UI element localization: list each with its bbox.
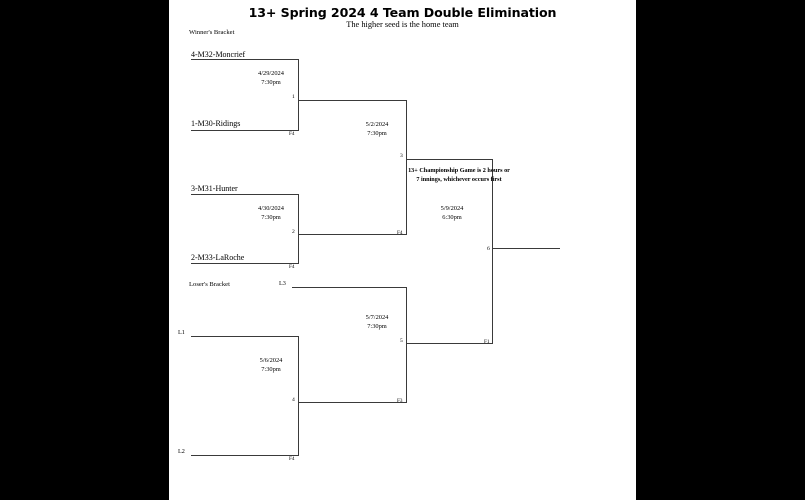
championship-note: 13+ Championship Game is 2 hours or 7 in… bbox=[408, 167, 510, 184]
game-5-lower-line bbox=[298, 402, 406, 403]
game-1-date: 4/29/2024 bbox=[258, 70, 284, 77]
championship-time: 6:30pm bbox=[442, 214, 462, 222]
game-2-datetime: 4/30/2024 7:30pm bbox=[231, 204, 311, 223]
game-3-upper-line bbox=[298, 100, 406, 101]
championship-lower-line bbox=[406, 343, 493, 344]
team-line-4 bbox=[191, 263, 298, 264]
team-line-2 bbox=[191, 130, 298, 131]
game-3-number: 3 bbox=[400, 153, 403, 159]
game-3-date: 5/2/2024 bbox=[365, 121, 389, 128]
loser-slot-l3[interactable]: L3 bbox=[279, 280, 286, 287]
page-subtitle: The higher seed is the home team bbox=[346, 20, 459, 29]
loser-line-l1 bbox=[191, 336, 298, 337]
championship-date: 5/9/2024 bbox=[440, 205, 464, 212]
championship-number: 6 bbox=[487, 246, 490, 252]
game-2-date: 4/30/2024 bbox=[258, 205, 284, 212]
game-5-datetime: 5/7/2024 7:30pm bbox=[337, 313, 417, 332]
game-3-datetime: 5/2/2024 7:30pm bbox=[337, 120, 417, 139]
game-5-time: 7:30pm bbox=[367, 323, 387, 331]
game-2-time: 7:30pm bbox=[261, 214, 281, 222]
game-1-field: F4 bbox=[289, 131, 295, 137]
game-3-time: 7:30pm bbox=[367, 130, 387, 138]
page-title: 13+ Spring 2024 4 Team Double Eliminatio… bbox=[248, 5, 557, 20]
game-1-time: 7:30pm bbox=[261, 79, 281, 87]
game-1-number: 1 bbox=[292, 94, 295, 100]
loser-line-l3 bbox=[292, 287, 406, 288]
game-4-datetime: 5/6/2024 7:30pm bbox=[231, 356, 311, 375]
bracket-page: 13+ Spring 2024 4 Team Double Eliminatio… bbox=[169, 0, 636, 500]
game-4-time: 7:30pm bbox=[261, 366, 281, 374]
team-slot-3[interactable]: 3-M31-Hunter bbox=[191, 184, 238, 193]
game-5-field: F3 bbox=[397, 398, 403, 404]
game-3-field: F4 bbox=[397, 230, 403, 236]
game-2-field: F4 bbox=[289, 264, 295, 270]
team-slot-1[interactable]: 4-M32-Moncrief bbox=[191, 50, 246, 59]
loser-line-l2 bbox=[191, 455, 298, 456]
game-4-field: F4 bbox=[289, 456, 295, 462]
team-slot-4[interactable]: 2-M33-LaRoche bbox=[191, 253, 245, 262]
game-1-connector bbox=[298, 59, 299, 131]
game-4-number: 4 bbox=[292, 397, 295, 403]
game-4-date: 5/6/2024 bbox=[259, 357, 283, 364]
championship-upper-line bbox=[406, 159, 493, 160]
game-1-datetime: 4/29/2024 7:30pm bbox=[231, 69, 311, 88]
team-line-3 bbox=[191, 194, 298, 195]
loser-slot-l2[interactable]: L2 bbox=[178, 448, 185, 455]
winners-bracket-label: Winner's Bracket bbox=[189, 29, 235, 36]
championship-datetime: 5/9/2024 6:30pm bbox=[412, 204, 492, 223]
team-line-1 bbox=[191, 59, 298, 60]
game-3-connector bbox=[406, 100, 407, 235]
championship-connector bbox=[492, 159, 493, 344]
game-3-lower-line bbox=[298, 234, 406, 235]
game-2-number: 2 bbox=[292, 229, 295, 235]
game-5-connector bbox=[406, 287, 407, 403]
game-5-number: 5 bbox=[400, 338, 403, 344]
game-5-date: 5/7/2024 bbox=[365, 314, 389, 321]
champion-output-line bbox=[492, 248, 560, 249]
loser-slot-l1[interactable]: L1 bbox=[178, 329, 185, 336]
game-4-connector bbox=[298, 336, 299, 456]
championship-field: F1 bbox=[484, 339, 490, 345]
team-slot-2[interactable]: 1-M30-Ridings bbox=[191, 119, 241, 128]
losers-bracket-label: Loser's Bracket bbox=[189, 281, 230, 288]
game-2-connector bbox=[298, 194, 299, 264]
